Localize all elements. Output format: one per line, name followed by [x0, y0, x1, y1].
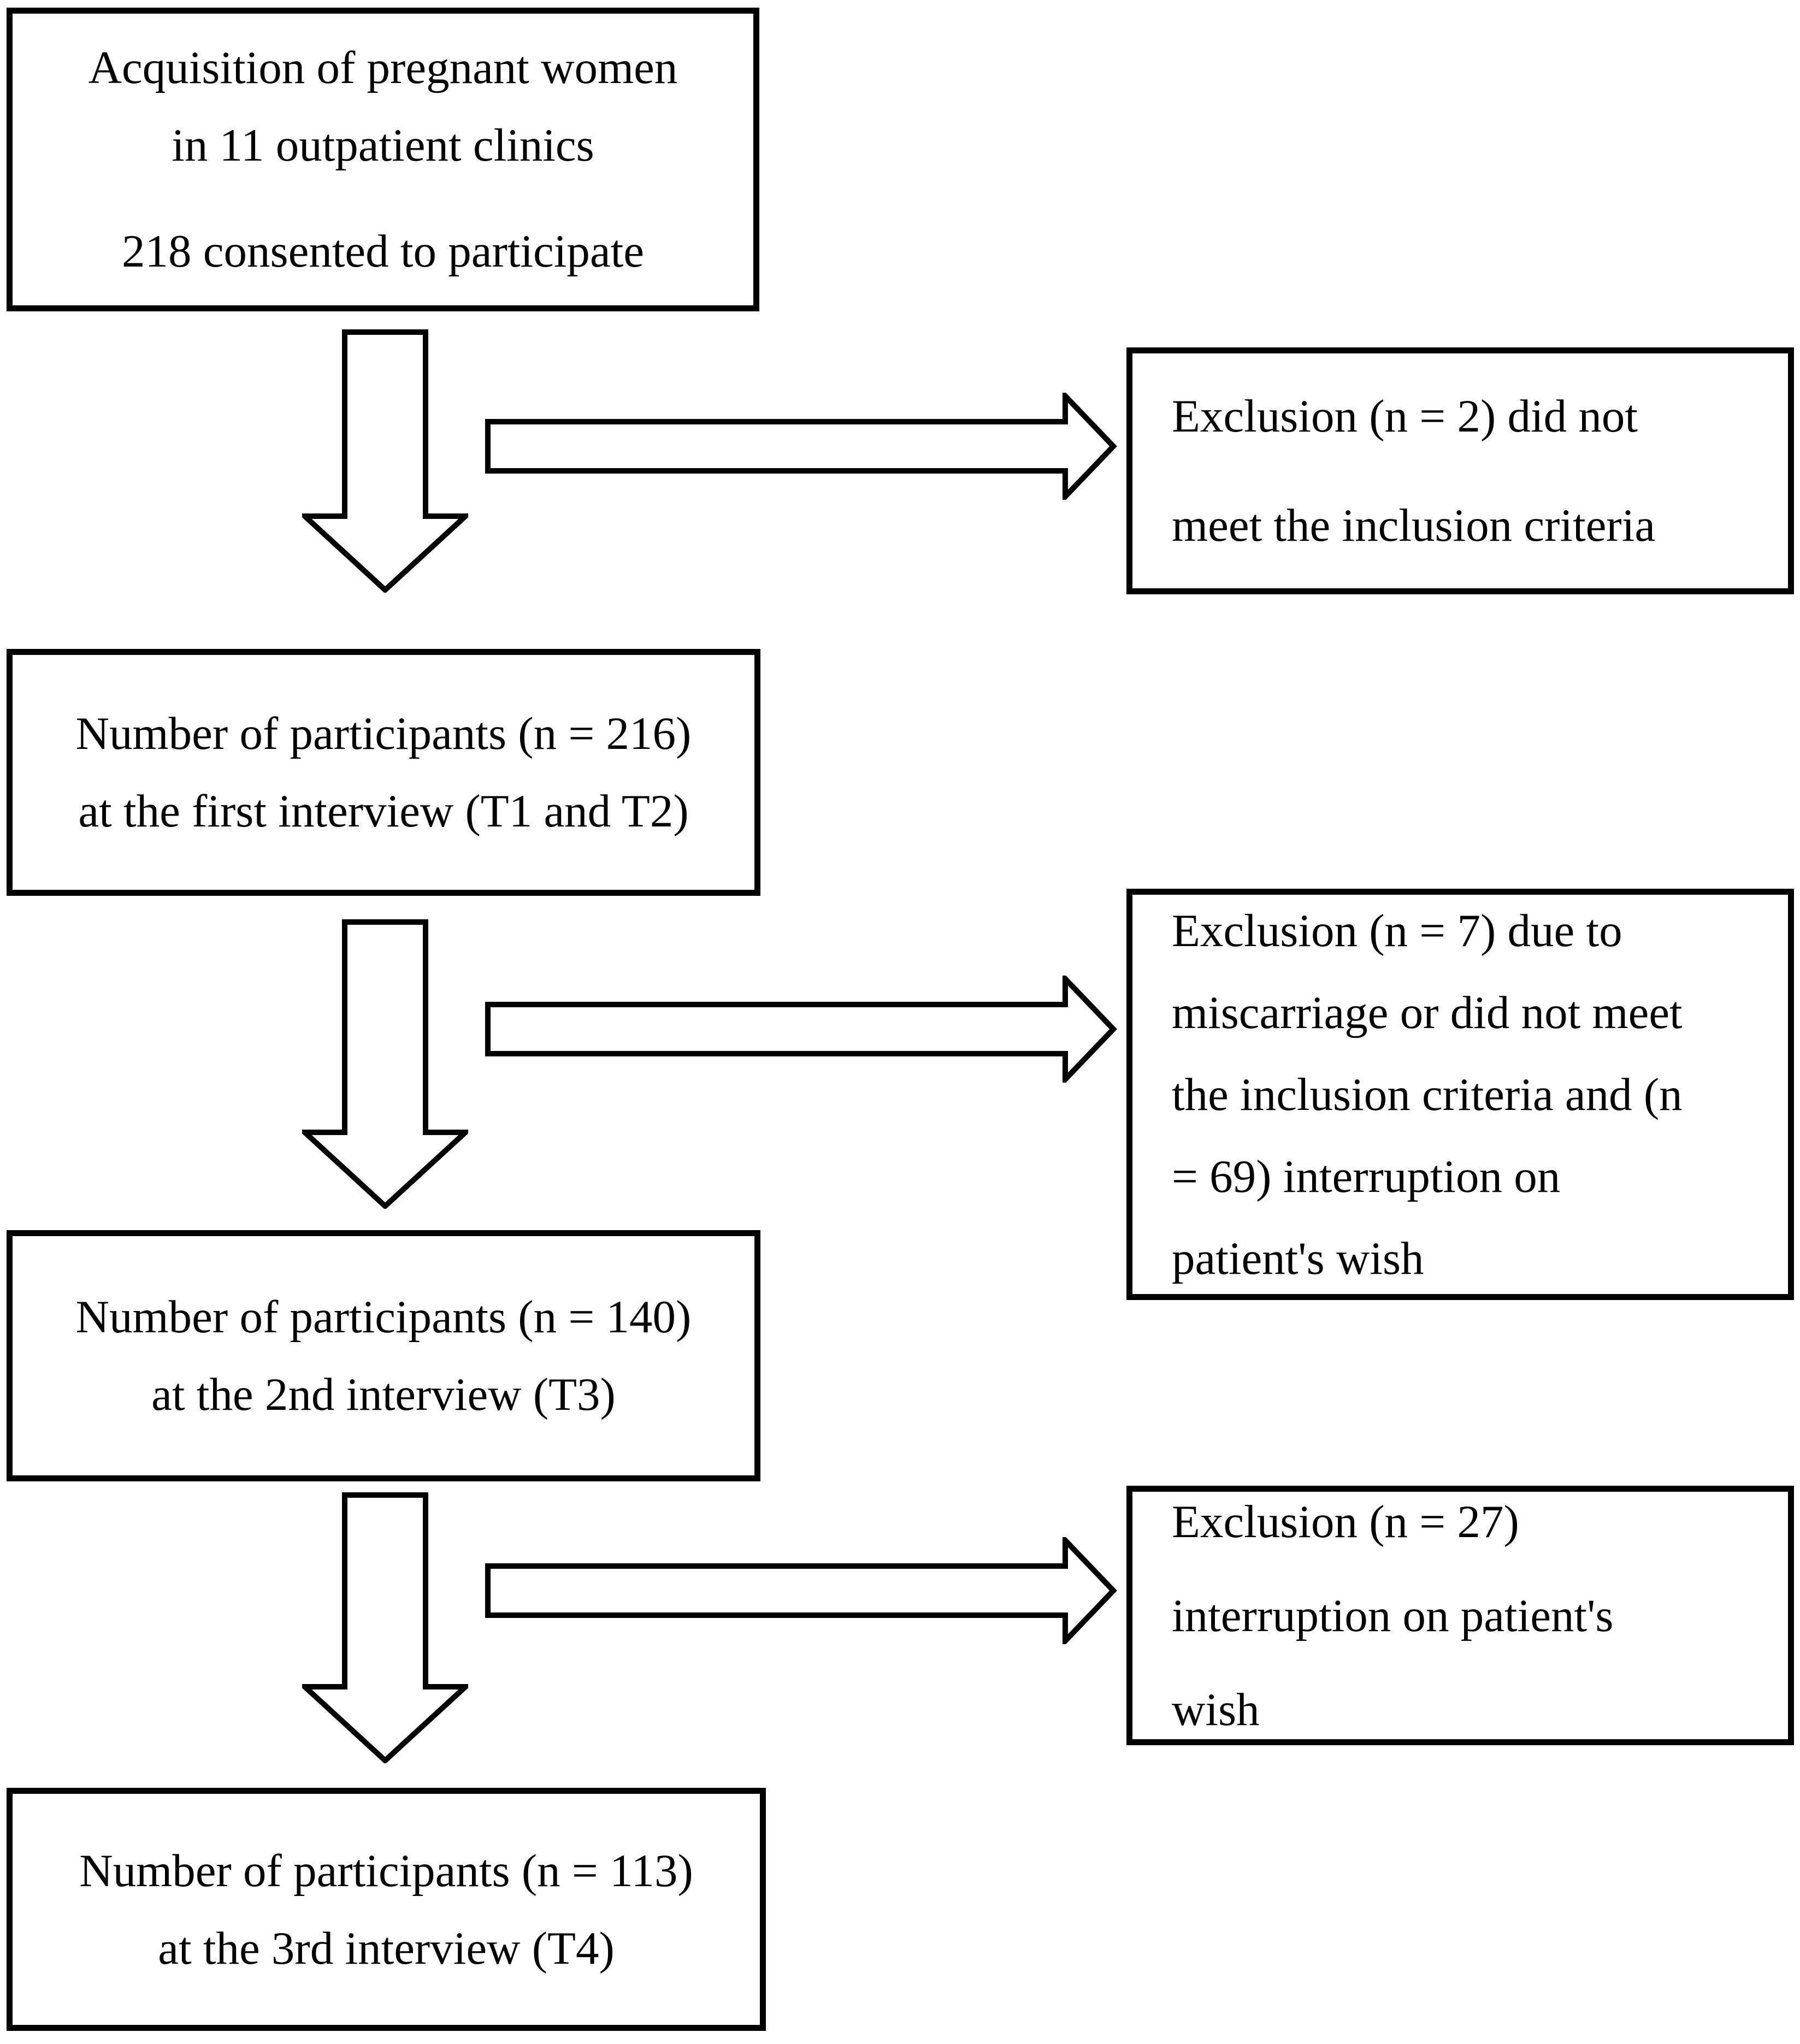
box-text-line: = 69) interruption on	[1172, 1150, 1561, 1202]
right-arrow-icon	[485, 976, 1117, 1083]
right-arrow-svg	[485, 1537, 1117, 1644]
box-text-line: interruption on patient's	[1172, 1590, 1614, 1641]
second-interview-box: Number of participants (n = 140) at the …	[7, 1230, 760, 1481]
box-text-line: Exclusion (n = 7) due to	[1172, 905, 1622, 956]
right-arrow-svg	[485, 976, 1117, 1083]
down-arrow-svg	[302, 329, 468, 593]
box-text-line: Exclusion (n = 27)	[1172, 1496, 1519, 1547]
down-arrow-shape	[302, 919, 468, 1209]
down-arrow-icon	[302, 919, 468, 1209]
box-text-line: the inclusion criteria and (n	[1172, 1068, 1683, 1120]
box-text-line: Exclusion (n = 2) did not	[1172, 391, 1638, 442]
box-text-line: Number of participants (n = 113)	[79, 1845, 693, 1897]
right-arrow-shape	[485, 1537, 1117, 1644]
right-arrow-icon	[485, 1537, 1117, 1644]
down-arrow-shape	[302, 1492, 468, 1763]
down-arrow-svg	[302, 919, 468, 1209]
down-arrow-shape	[302, 329, 468, 593]
right-arrow-svg	[485, 393, 1117, 500]
down-arrow-icon	[302, 1492, 468, 1763]
first-interview-box: Number of participants (n = 216) at the …	[7, 649, 760, 896]
box-text-line: Acquisition of pregnant women	[88, 42, 678, 93]
down-arrow-svg	[302, 1492, 468, 1763]
box-text-line: at the 3rd interview (T4)	[158, 1922, 615, 1974]
box-text-line: at the 2nd interview (T3)	[151, 1369, 616, 1420]
acquisition-box: Acquisition of pregnant women in 11 outp…	[7, 8, 759, 311]
exclusion-box-2: Exclusion (n = 7) due to miscarriage or …	[1126, 889, 1794, 1300]
box-text-line: Number of participants (n = 216)	[75, 708, 692, 759]
box-text-line: at the first interview (T1 and T2)	[78, 785, 689, 837]
box-text-line: 218 consented to participate	[122, 226, 644, 277]
box-text-line: in 11 outpatient clinics	[172, 120, 594, 171]
exclusion-box-1: Exclusion (n = 2) did not meet the inclu…	[1126, 347, 1794, 594]
box-text-line: wish	[1172, 1683, 1260, 1735]
right-arrow-shape	[485, 976, 1117, 1083]
box-text-line: patient's wish	[1172, 1232, 1424, 1284]
box-text-line: miscarriage or did not meet	[1172, 986, 1683, 1038]
down-arrow-icon	[302, 329, 468, 593]
box-text-line: meet the inclusion criteria	[1172, 500, 1656, 551]
third-interview-box: Number of participants (n = 113) at the …	[7, 1788, 766, 2031]
right-arrow-shape	[485, 393, 1117, 500]
exclusion-box-3: Exclusion (n = 27) interruption on patie…	[1126, 1486, 1794, 1745]
box-text-line: Number of participants (n = 140)	[75, 1291, 692, 1343]
right-arrow-icon	[485, 393, 1117, 500]
